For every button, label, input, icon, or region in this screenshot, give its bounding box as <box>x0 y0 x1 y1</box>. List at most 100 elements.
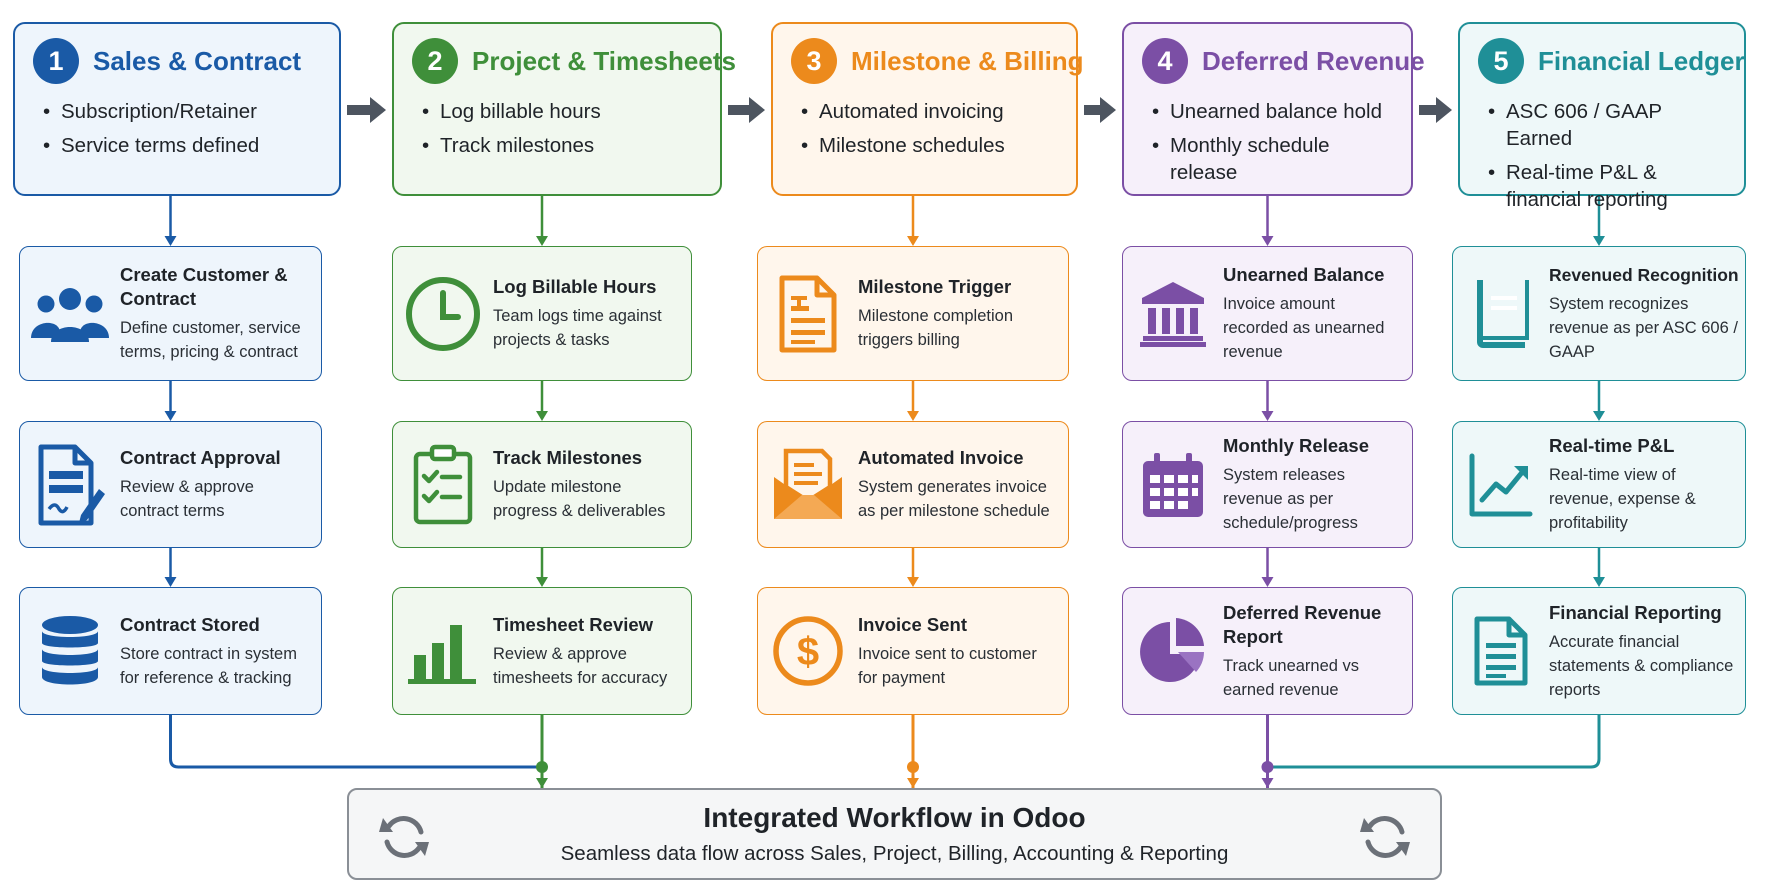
ledger-book-icon <box>1453 278 1549 350</box>
card-title: Timesheet Review <box>493 613 654 635</box>
stage-flow-arrowhead <box>370 97 386 123</box>
stage-bullet: Log billable hours <box>422 98 702 125</box>
step-card-real-time-pl: Real-time P&L Real-time view of revenue,… <box>1452 421 1746 548</box>
step-card-timesheet-review: Timesheet Review Review & approve timesh… <box>392 587 692 715</box>
card-title: Create Customer & Contract <box>120 264 288 309</box>
card-title: Deferred Revenue Report <box>1223 601 1382 647</box>
bank-icon <box>1123 280 1223 348</box>
card-description: System generates invoice as per mileston… <box>858 478 1050 520</box>
stage-bullet: Track milestones <box>422 132 702 159</box>
arrow-head <box>1593 236 1605 246</box>
stage-title: Deferred Revenue <box>1202 45 1425 76</box>
arrow-head <box>536 577 548 587</box>
stage-bullet: Subscription/Retainer <box>43 98 321 125</box>
sync-icon <box>1360 816 1410 858</box>
arrow-head <box>1593 411 1605 421</box>
arrow-head <box>907 577 919 587</box>
card-description: Review & approve contract terms <box>120 478 254 520</box>
card-description: Invoice sent to customer for payment <box>858 644 1037 687</box>
stage-flow-arrow <box>1419 105 1438 115</box>
card-description: Define customer, service terms, pricing … <box>120 319 301 361</box>
card-description: Real-time view of revenue, expense & pro… <box>1549 466 1696 532</box>
trend-line-chart-icon <box>1453 452 1549 518</box>
data-flow-wire <box>1267 715 1601 769</box>
step-card-revenued-recognition: Revenued Recognition System recognizes r… <box>1452 246 1746 381</box>
stage-title: Financial Ledger <box>1538 45 1745 76</box>
step-card-milestone-trigger: Milestone Trigger Milestone completion t… <box>757 246 1069 381</box>
card-title: Milestone Trigger <box>858 276 1012 297</box>
card-title: Log Billable Hours <box>493 276 657 297</box>
card-title: Automated Invoice <box>858 447 1024 468</box>
step-card-unearned-balance: Unearned Balance Invoice amount recorded… <box>1122 246 1413 381</box>
sync-icon <box>379 816 429 858</box>
stage-title: Project & Timesheets <box>472 45 736 76</box>
checklist-clipboard-icon <box>393 444 493 526</box>
stage-flow-arrow <box>728 105 751 115</box>
workflow-title: Integrated Workflow in Odoo <box>703 802 1086 833</box>
arrow-head <box>536 778 548 788</box>
stage-title: Milestone & Billing <box>851 45 1084 76</box>
stage-number-badge: 4 <box>1142 38 1188 84</box>
arrow-head <box>1261 577 1274 587</box>
stage-flow-arrow <box>347 105 372 115</box>
arrow-head <box>164 236 177 246</box>
arrow-head <box>536 236 548 246</box>
step-card-monthly-release: Monthly Release System releases revenue … <box>1122 421 1413 548</box>
stage-5-financial-ledger: 5 Financial Ledger ASC 606 / GAAP Earned… <box>1458 22 1746 211</box>
stage-flow-arrow <box>1084 105 1102 115</box>
stage-number-badge: 1 <box>33 38 79 84</box>
stage-flow-arrowhead <box>1436 97 1452 123</box>
stage-number-badge: 5 <box>1478 38 1524 84</box>
junction-node <box>1261 761 1274 773</box>
report-document-icon <box>1453 615 1549 687</box>
stage-title: Sales & Contract <box>93 45 302 76</box>
step-card-invoice-sent: $ Invoice Sent Invoice sent to customer … <box>757 587 1069 715</box>
stage-number-badge: 3 <box>791 38 837 84</box>
card-description: Review & approve timesheets for accuracy <box>493 644 668 687</box>
arrow-head <box>1261 236 1274 246</box>
step-card-track-milestones: Track Milestones Update milestone progre… <box>392 421 692 548</box>
users-icon <box>20 282 120 346</box>
clock-icon <box>393 275 493 353</box>
arrow-head <box>164 577 177 587</box>
database-icon <box>20 615 120 687</box>
stage-bullet: Service terms defined <box>43 132 321 159</box>
card-title: Monthly Release <box>1223 435 1369 456</box>
card-title: Revenued Recognition <box>1549 265 1739 285</box>
card-description: Milestone completion triggers billing <box>858 307 1013 349</box>
workflow-subtitle: Seamless data flow across Sales, Project… <box>560 842 1229 865</box>
arrow-head <box>1593 577 1605 587</box>
step-card-contract-stored: Contract Stored Store contract in system… <box>19 587 322 715</box>
bar-chart-icon <box>393 617 493 685</box>
card-title: Unearned Balance <box>1223 264 1385 285</box>
step-card-deferred-revenue-report: Deferred Revenue Report Track unearned v… <box>1122 587 1413 715</box>
stage-number-badge: 2 <box>412 38 458 84</box>
step-card-financial-reporting: Financial Reporting Accurate financial s… <box>1452 587 1746 715</box>
calendar-icon <box>1123 451 1223 519</box>
arrow-head <box>164 411 177 421</box>
data-flow-wire <box>169 715 542 769</box>
arrow-head <box>907 236 919 246</box>
card-title: Contract Approval <box>120 447 281 468</box>
dollar-coin-icon: $ <box>758 615 858 687</box>
card-description: Invoice amount recorded as unearned reve… <box>1223 295 1385 361</box>
stage-bullet: ASC 606 / GAAP Earned <box>1488 98 1726 152</box>
stage-bullet: Monthly schedule release <box>1152 132 1393 186</box>
card-description: System recognizes revenue as per ASC 606… <box>1549 295 1738 361</box>
svg-text:$: $ <box>797 630 819 674</box>
arrow-head <box>907 778 919 788</box>
card-title: Real-time P&L <box>1549 435 1675 456</box>
stage-3-milestone-billing: 3 Milestone & Billing Automated invoicin… <box>771 22 1084 196</box>
card-title: Invoice Sent <box>858 613 967 635</box>
card-title: Contract Stored <box>120 613 260 635</box>
card-description: Team logs time against projects & tasks <box>493 307 662 349</box>
junction-node <box>907 761 919 773</box>
integrated-workflow-banner: Integrated Workflow in Odoo Seamless dat… <box>347 788 1442 880</box>
card-description: Store contract in system for reference &… <box>120 644 297 687</box>
stage-flow-arrowhead <box>749 97 765 123</box>
signed-document-icon <box>20 443 120 527</box>
card-description: Track unearned vs earned revenue <box>1223 656 1360 699</box>
stage-2-project-timesheets: 2 Project & Timesheets Log billable hour… <box>392 22 736 196</box>
step-card-log-billable-hours: Log Billable Hours Team logs time agains… <box>392 246 692 381</box>
step-card-contract-approval: Contract Approval Review & approve contr… <box>19 421 322 548</box>
